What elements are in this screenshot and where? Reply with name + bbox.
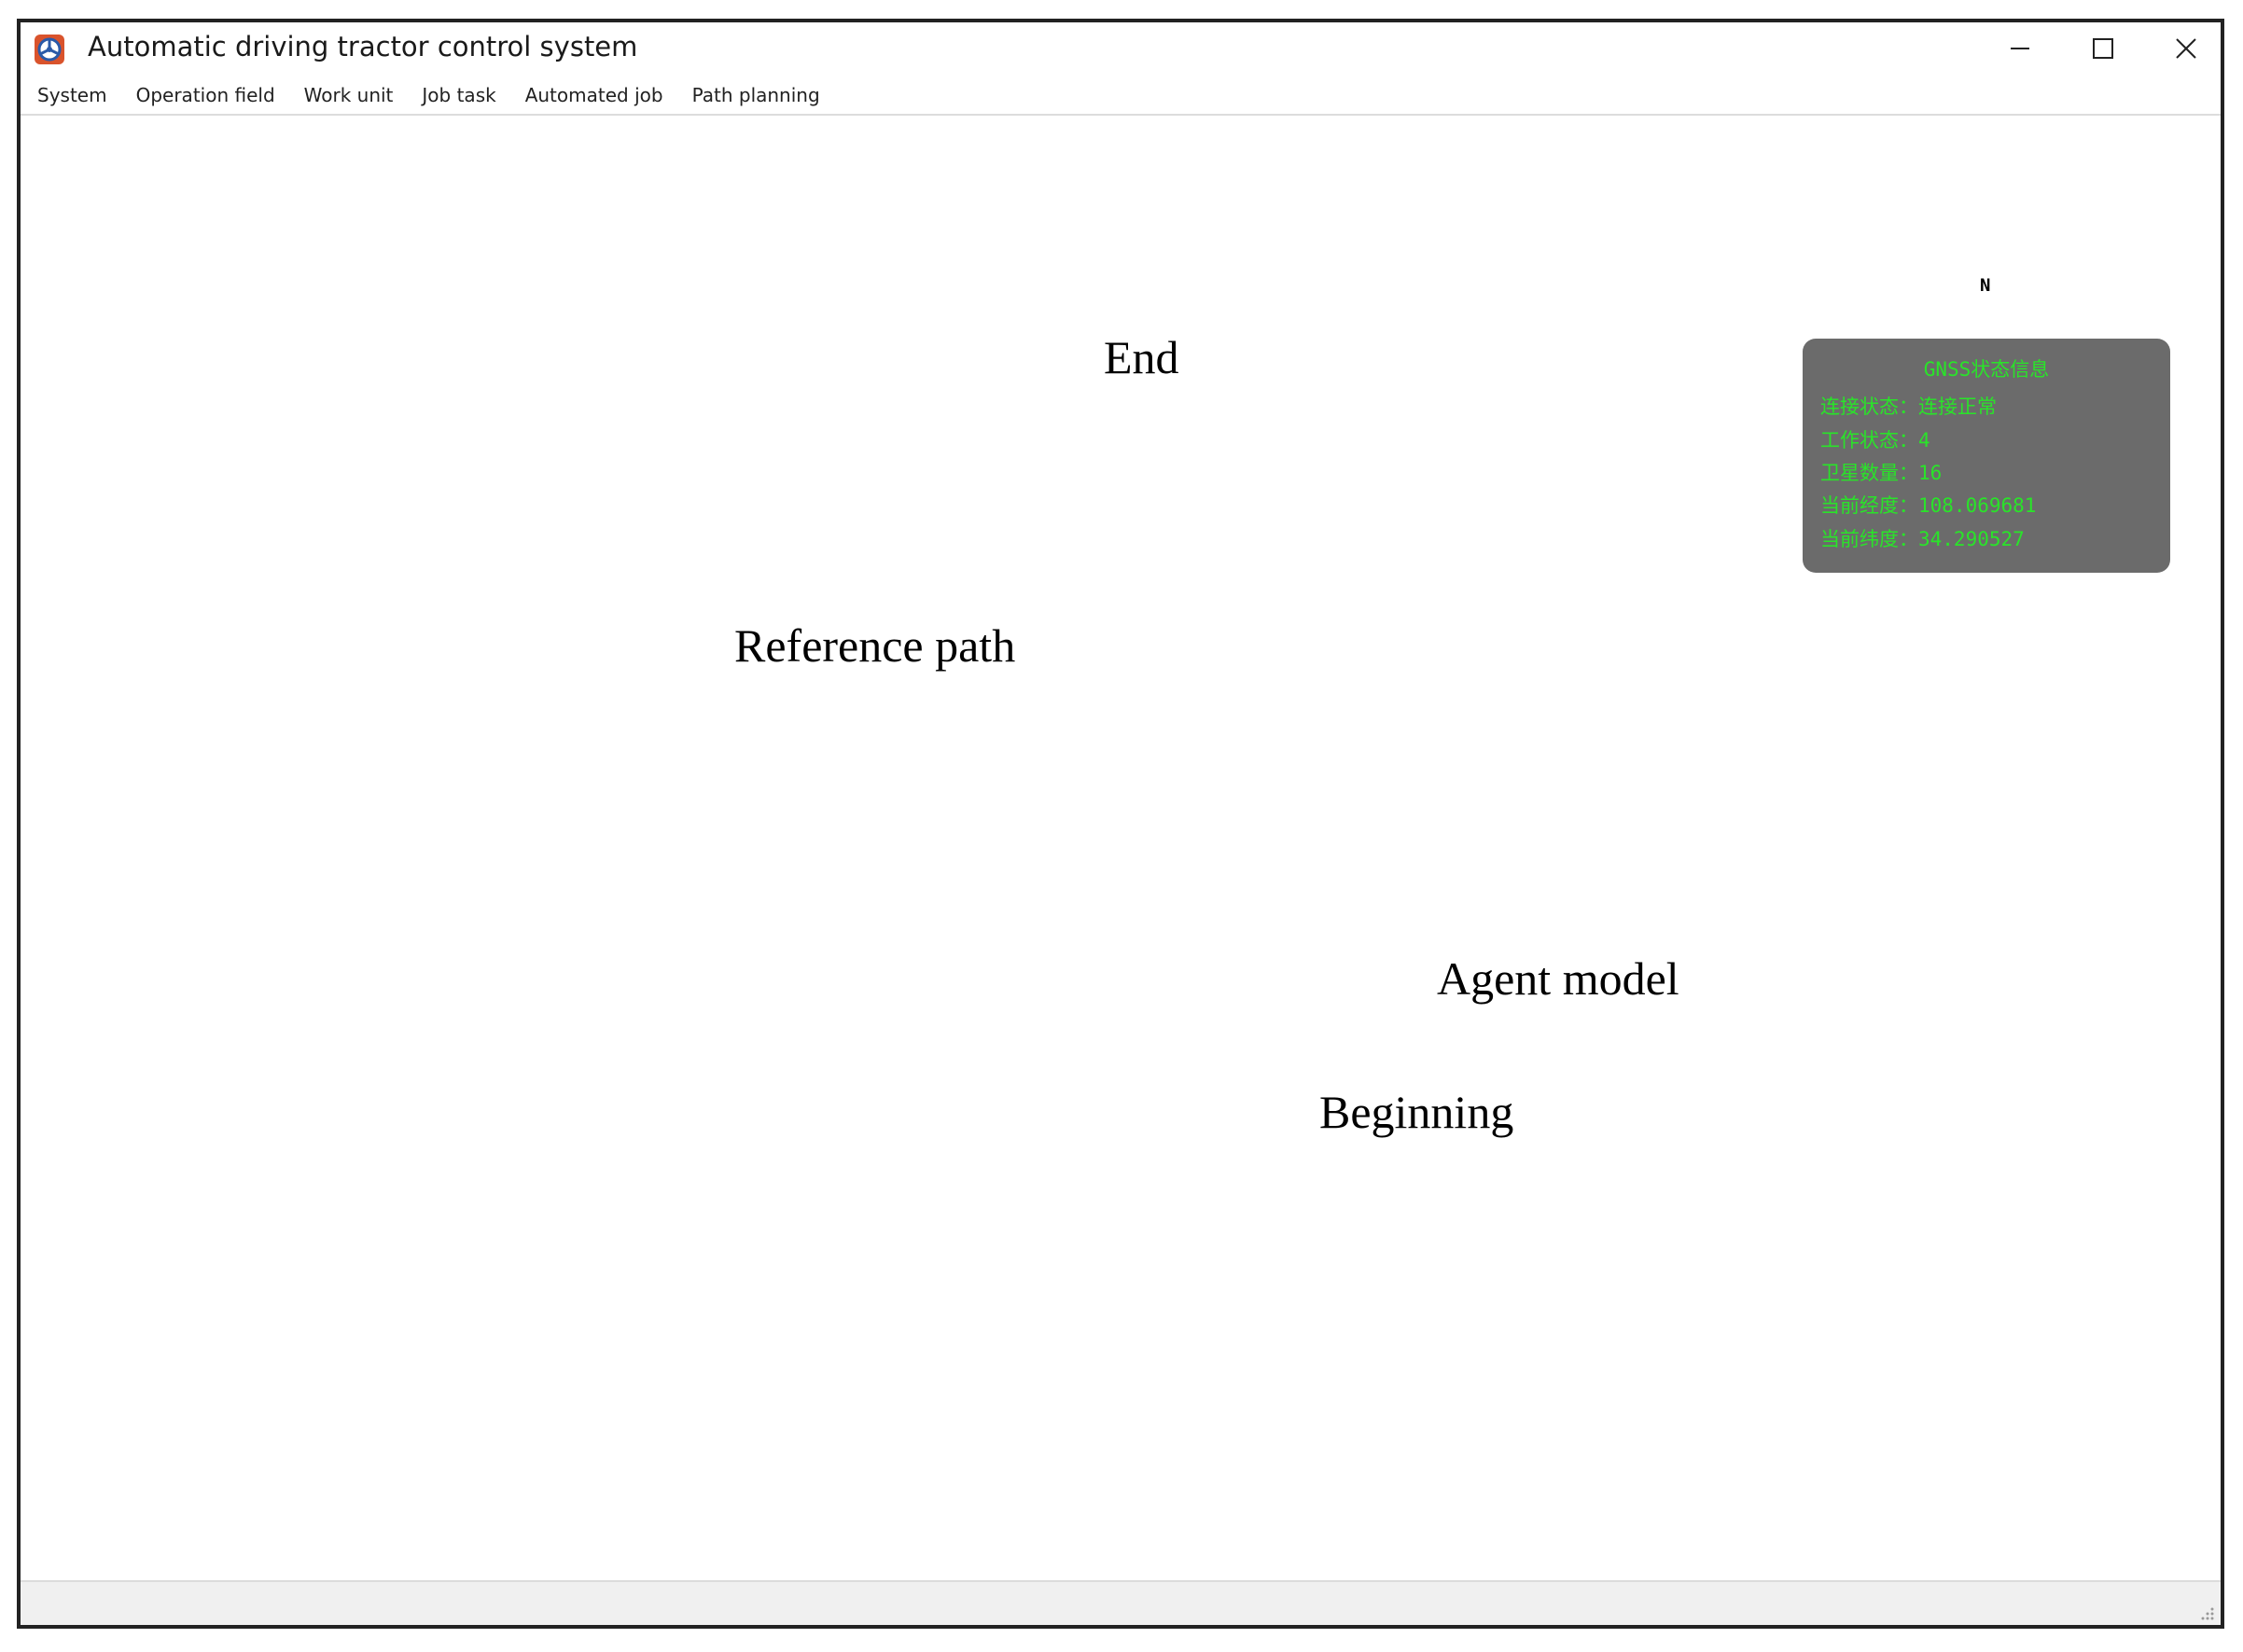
label-reference-path: Reference path — [734, 619, 1016, 672]
menu-operation-field[interactable]: Operation field — [135, 84, 275, 106]
close-button[interactable] — [2163, 30, 2209, 67]
close-icon — [2176, 38, 2196, 59]
app-window: Automatic driving tractor control system… — [17, 19, 2224, 1629]
title-bar[interactable]: Automatic driving tractor control system — [21, 22, 2221, 73]
gnss-panel-title: GNSS状态信息 — [1923, 358, 2050, 381]
gnss-connection-status: 连接状态：连接正常 — [1820, 396, 1997, 418]
status-bar — [21, 1580, 2221, 1625]
menu-path-planning[interactable]: Path planning — [691, 84, 820, 106]
label-beginning: Beginning — [1319, 1086, 1514, 1138]
label-agent-model: Agent model — [1437, 952, 1679, 1005]
gnss-longitude: 当前经度：108.069681 — [1820, 494, 2037, 517]
gnss-status-panel: GNSS状态信息 连接状态：连接正常 工作状态：4 卫星数量：16 当前经度：1… — [1803, 339, 2170, 573]
steering-wheel-icon — [35, 35, 64, 64]
gnss-work-status: 工作状态：4 — [1820, 429, 1930, 451]
label-end: End — [1104, 331, 1179, 383]
resize-grip-icon[interactable] — [2198, 1604, 2215, 1621]
menu-bar: System Operation field Work unit Job tas… — [21, 76, 2221, 116]
menu-work-unit[interactable]: Work unit — [303, 84, 394, 106]
maximize-button[interactable] — [2080, 30, 2126, 67]
gnss-satellite-count: 卫星数量：16 — [1820, 462, 1943, 484]
menu-automated-job[interactable]: Automated job — [524, 84, 663, 106]
window-title: Automatic driving tractor control system — [88, 31, 638, 62]
menu-job-task[interactable]: Job task — [422, 84, 496, 106]
menu-system[interactable]: System — [37, 84, 107, 106]
minimize-button[interactable] — [1997, 30, 2043, 67]
maximize-icon — [2093, 38, 2113, 59]
compass-label: N — [1980, 275, 1991, 296]
gnss-latitude: 当前纬度：34.290527 — [1820, 528, 2025, 550]
